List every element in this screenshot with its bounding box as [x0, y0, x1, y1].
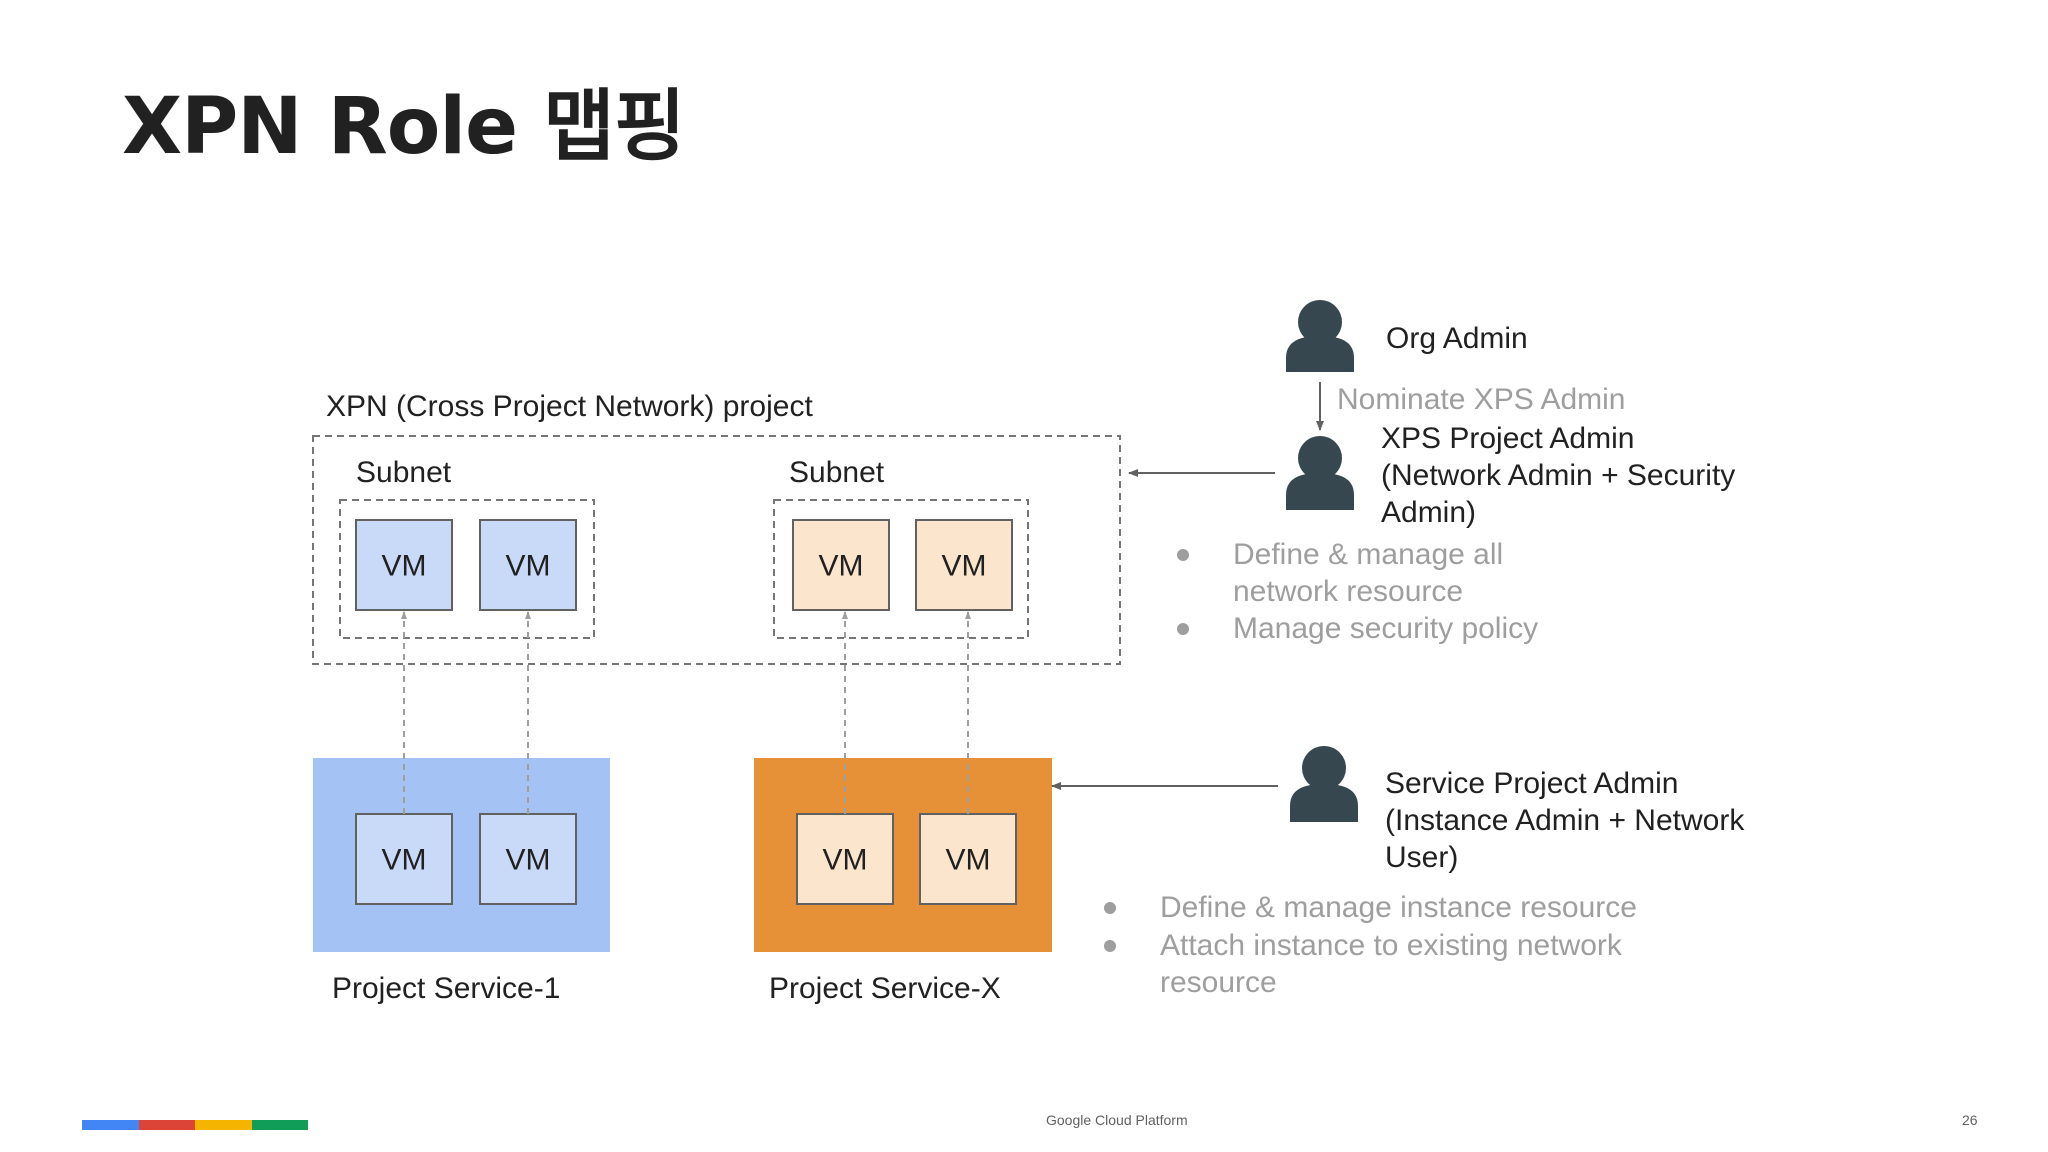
vm-service-1-2: VM: [479, 813, 577, 905]
footer-platform-text: Google Cloud Platform: [1046, 1112, 1188, 1128]
vm-label: VM: [942, 550, 987, 583]
vm-label: VM: [819, 550, 864, 583]
service-bullet-2-line-2: resource: [1160, 966, 1277, 999]
vm-subnet-left-1: VM: [355, 519, 453, 611]
vm-subnet-right-1: VM: [792, 519, 890, 611]
subnet-right-label: Subnet: [789, 456, 885, 489]
org-admin-label: Org Admin: [1386, 322, 1528, 355]
brand-bar-yellow: [195, 1120, 252, 1130]
service-admin-name-line-2: (Instance Admin + Network: [1385, 804, 1745, 837]
vm-subnet-left-2: VM: [479, 519, 577, 611]
vm-service-x-2: VM: [919, 813, 1017, 905]
xps-admin-person-icon: [1286, 436, 1354, 510]
vm-label: VM: [823, 844, 868, 877]
xps-bullet-2-line-1: Manage security policy: [1233, 612, 1538, 645]
service-admin-name-line-3: User): [1385, 841, 1458, 874]
subnet-left-container: [339, 499, 595, 639]
vm-service-x-1: VM: [796, 813, 894, 905]
brand-bar-blue: [82, 1120, 139, 1130]
service-bullet-1-line-1: Define & manage instance resource: [1160, 891, 1637, 924]
service-admin-person-icon: [1290, 746, 1358, 822]
slide-title: XPN Role 맵핑: [122, 82, 686, 172]
subnet-left-label: Subnet: [356, 456, 452, 489]
vm-label: VM: [506, 550, 551, 583]
vm-service-1-1: VM: [355, 813, 453, 905]
nominate-label: Nominate XPS Admin: [1337, 383, 1625, 416]
xpn-project-container: [312, 435, 1121, 665]
xps-admin-name-line-2: (Network Admin + Security: [1381, 459, 1735, 492]
service-admin-name-line-1: Service Project Admin: [1385, 767, 1678, 800]
google-brand-bar: [82, 1120, 308, 1130]
page-number: 26: [1962, 1112, 1978, 1128]
vm-label: VM: [506, 844, 551, 877]
project-service-1-label: Project Service-1: [332, 972, 560, 1005]
brand-bar-red: [138, 1120, 195, 1130]
project-service-x-label: Project Service-X: [769, 972, 1001, 1005]
org-admin-person-icon: [1286, 300, 1354, 372]
vm-label: VM: [946, 844, 991, 877]
xpn-project-label: XPN (Cross Project Network) project: [326, 390, 813, 423]
xps-admin-name-line-1: XPS Project Admin: [1381, 422, 1634, 455]
subnet-right-container: [773, 499, 1029, 639]
xps-bullet-1-line-2: network resource: [1233, 575, 1463, 608]
vm-label: VM: [382, 550, 427, 583]
service-bullet-2-line-1: Attach instance to existing network: [1160, 929, 1623, 962]
vm-subnet-right-2: VM: [915, 519, 1013, 611]
service-bullet-2: [1104, 940, 1116, 952]
xps-bullet-2: [1177, 623, 1189, 635]
xps-bullet-1: [1177, 549, 1189, 561]
brand-bar-green: [251, 1120, 308, 1130]
service-bullet-1: [1104, 902, 1116, 914]
vm-label: VM: [382, 844, 427, 877]
xps-admin-name-line-3: Admin): [1381, 496, 1476, 529]
xps-bullet-1-line-1: Define & manage all: [1233, 538, 1503, 571]
